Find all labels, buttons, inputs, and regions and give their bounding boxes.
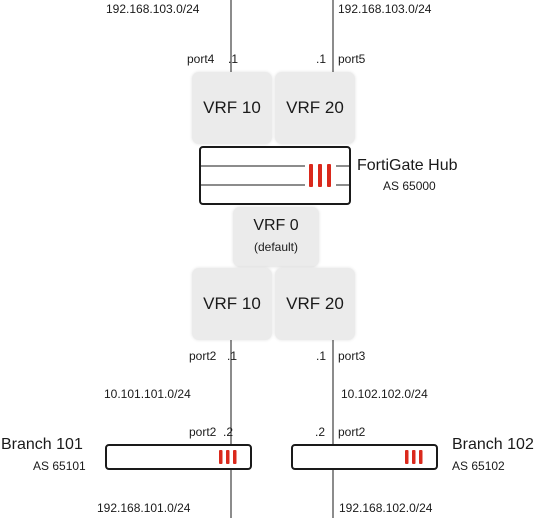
- hub-vrf20-top: VRF 20: [275, 72, 355, 144]
- top-left-subnet-label: 192.168.103.0/24: [106, 2, 200, 16]
- branch101-port-label: port2: [189, 425, 217, 439]
- branch-102-device: [291, 444, 438, 470]
- top-right-ip-label: .1: [316, 52, 327, 66]
- hub-vrf20-bottom: VRF 20: [275, 268, 355, 340]
- fortigate-hub-device: [199, 146, 351, 205]
- hub-left-ip-label: .1: [227, 349, 238, 363]
- vrf-label: VRF 20: [286, 98, 344, 117]
- top-right-subnet-label: 192.168.103.0/24: [338, 2, 432, 16]
- branch101-transit-subnet-label: 10.101.101.0/24: [104, 387, 191, 401]
- top-left-ip-label: .1: [228, 52, 239, 66]
- branch101-ip-label: .2: [223, 425, 234, 439]
- hub-vrf0-default: VRF 0 (default): [233, 207, 319, 267]
- branch102-port-label: port2: [338, 425, 366, 439]
- vrf-label: VRF 20: [286, 294, 344, 313]
- branch101-name-label: Branch 101: [1, 436, 83, 453]
- branch102-as-label: AS 65102: [452, 459, 505, 473]
- branch-101-device: [105, 444, 252, 470]
- hub-as-label: AS 65000: [383, 179, 436, 193]
- hub-port2-label: port2: [189, 349, 217, 363]
- hub-right-ip-label: .1: [316, 349, 327, 363]
- vrf-sublabel: (default): [253, 240, 299, 254]
- branch102-transit-subnet-label: 10.102.102.0/24: [341, 387, 428, 401]
- hub-vrf10-bottom: VRF 10: [192, 268, 272, 340]
- branch101-lan-subnet-label: 192.168.101.0/24: [97, 501, 191, 515]
- vrf-label: VRF 10: [203, 294, 261, 313]
- hub-port3-label: port3: [338, 349, 366, 363]
- vrf-label: VRF 10: [203, 98, 261, 117]
- port5-label: port5: [338, 52, 366, 66]
- branch102-ip-label: .2: [315, 425, 326, 439]
- hub-name-label: FortiGate Hub: [357, 157, 458, 174]
- port4-label: port4: [187, 52, 215, 66]
- branch102-lan-subnet-label: 192.168.102.0/24: [339, 501, 433, 515]
- hub-vrf10-top: VRF 10: [192, 72, 272, 144]
- vrf-label: VRF 0: [253, 217, 299, 234]
- branch101-as-label: AS 65101: [33, 459, 86, 473]
- branch102-name-label: Branch 102: [452, 436, 534, 453]
